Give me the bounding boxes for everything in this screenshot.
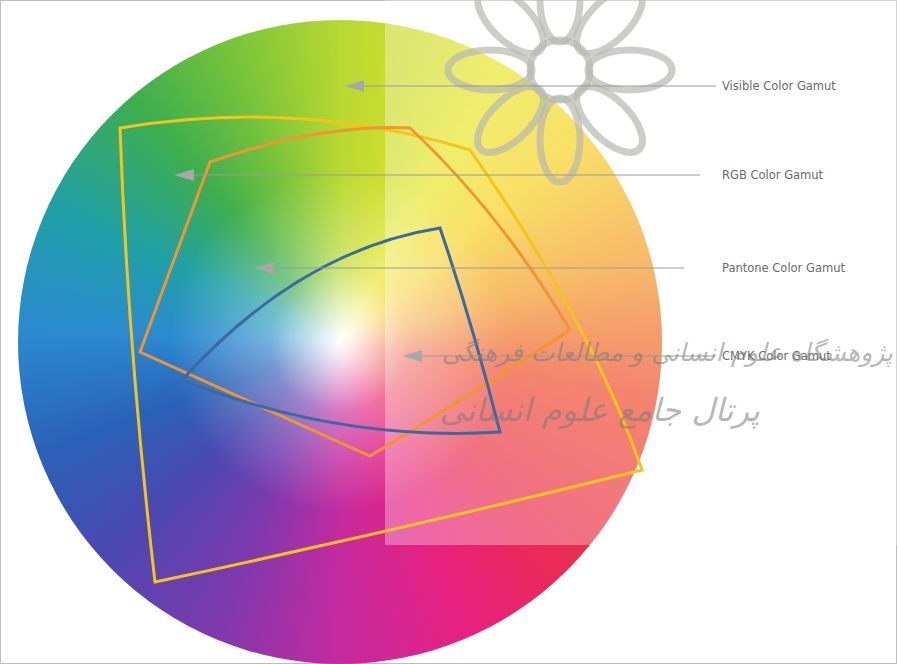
gamut-label: Visible Color Gamut [722,79,836,93]
ornament-center [530,40,590,100]
gamut-label: Pantone Color Gamut [722,261,845,275]
ornament-petal [540,98,580,182]
ornament-petal [448,50,532,90]
watermark-ornament [448,0,672,182]
leader-arrowheads [174,80,422,362]
watermark-text: پرتال جامع علوم انسانی [440,391,760,429]
watermark-text: پژوهشگاه علوم انسانی و مطالعات فرهنگی [442,338,893,367]
ornament-petal [566,0,654,64]
leader-lines [192,86,716,356]
gamut-label: RGB Color Gamut [722,168,823,182]
ornament-petal [588,50,672,90]
